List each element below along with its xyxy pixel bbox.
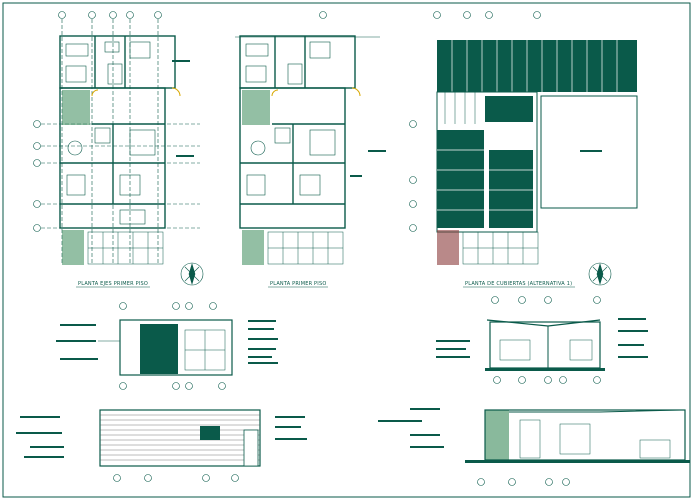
plan-primer-piso: PLANTA PRIMER PISO: [235, 11, 386, 288]
plan-caption-ejes: PLANTA EJES PRIMER PISO: [78, 281, 148, 287]
plan-caption-primer: PLANTA PRIMER PISO: [270, 281, 326, 287]
elevation-side: [378, 408, 690, 486]
section-b: [436, 296, 648, 384]
section-a: [56, 302, 278, 390]
plan-cubiertas: PLANTA DE CUBIERTAS (ALTERNATIVA 1): [409, 11, 638, 288]
compass-rose-icon: [180, 262, 204, 286]
compass-rose-icon-2: [588, 262, 612, 286]
plan-ejes: PLANTA EJES PRIMER PISO: [33, 11, 204, 288]
plan-caption-cubiertas: PLANTA DE CUBIERTAS (ALTERNATIVA 1): [465, 281, 572, 287]
elevation-front: [16, 409, 307, 482]
